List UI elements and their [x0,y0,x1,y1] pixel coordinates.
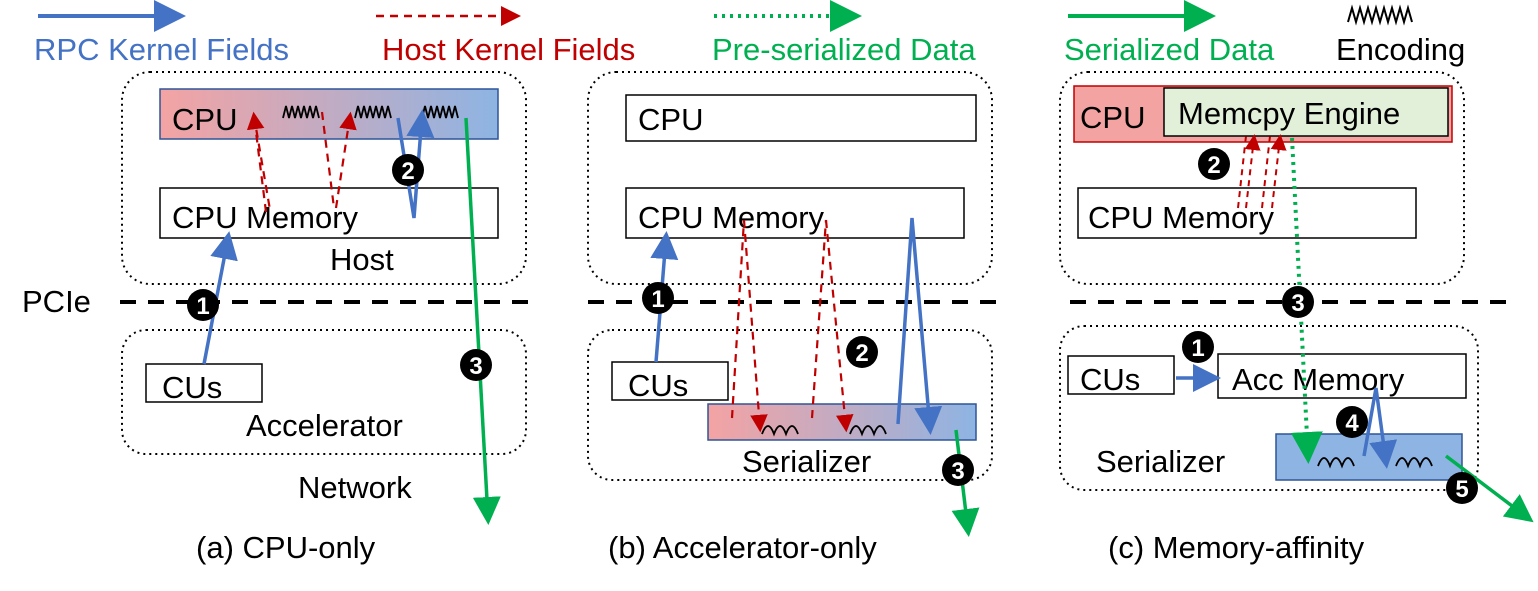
serializer-label-b: Serializer [742,444,871,479]
step-badge-c1-text: 1 [1191,335,1204,362]
cpu-memory-label-b: CPU Memory [638,200,825,235]
caption-b: (b) Accelerator-only [608,530,877,565]
step-badge-a3 [460,349,492,381]
step-badge-c4-text: 4 [1345,410,1359,437]
host-arrow-a1 [246,111,268,213]
step-badge-c5-text: 5 [1455,476,1468,503]
accelerator-label-a: Accelerator [246,408,403,443]
legend-preserialized-label: Pre-serialized Data [712,32,976,67]
step-badge-b2-text: 2 [855,340,868,367]
host-arrow-c4 [1270,134,1287,209]
cpu-box-b [625,94,977,142]
step-badge-c4 [1336,406,1368,438]
cus-label-c: CUs [1080,362,1140,397]
accelerator-region-a [121,329,527,455]
cus-box-b [611,361,729,401]
step-badge-a1-text: 1 [196,293,209,320]
step-badge-a2 [392,154,424,186]
host-arrow-b1 [730,219,746,419]
step-badge-c3 [1282,286,1314,318]
legend-encoding-label: Encoding [1336,32,1465,67]
legend-host-label: Host Kernel Fields [382,32,635,67]
host-label-a: Host [330,242,394,277]
host-arrow-c1 [1237,135,1247,209]
cpu-label-a: CPU [172,102,237,137]
encoding-wave-c2 [1395,457,1433,469]
step-badge-b2 [846,336,878,368]
step-badge-c1 [1182,331,1214,363]
encoding-wave-b2 [849,425,887,437]
host-arrow-a3 [320,111,336,209]
memcpy-engine-label-c: Memcpy Engine [1178,96,1400,131]
cus-label-a: CUs [162,370,222,405]
cpu-memory-box-b [625,187,965,239]
step-badge-c5 [1446,472,1478,504]
step-badge-b3-text: 3 [951,458,964,485]
accelerator-region-c [1059,325,1479,491]
serializer-box-b [707,403,977,441]
host-arrow-b3 [810,219,828,419]
panel-b: CPU CPU Memory CUs Serializer 1 2 3 (b) … [587,71,993,565]
host-region-b [587,71,993,285]
preserialized-arrow-c [1290,137,1323,464]
rpc-arrow-c2 [1362,387,1398,469]
encoding-wave-b1 [761,425,799,437]
cus-label-b: CUs [628,368,688,403]
caption-c: (c) Memory-affinity [1108,530,1365,565]
cus-box-c [1067,355,1175,395]
legend-encoding-wave [1347,4,1413,26]
cpu-memory-box-a [159,187,499,239]
cpu-label-c: CPU [1080,100,1145,135]
step-badge-a1 [187,289,219,321]
encoding-wave-a2 [354,105,392,119]
step-badge-a2-text: 2 [401,158,414,185]
step-badge-c3-text: 3 [1291,290,1304,317]
panel-c: CPU Memcpy Engine CPU Memory CUs Acc Mem… [1059,71,1534,565]
serialized-arrow-a [464,117,501,525]
memcpy-engine-box-c [1163,87,1449,137]
caption-a: (a) CPU-only [196,530,376,565]
step-badge-b3 [942,454,974,486]
serializer-box-c [1275,433,1463,481]
step-badge-a3-text: 3 [469,353,482,380]
host-arrow-c2 [1244,134,1261,209]
network-label-a: Network [298,470,412,505]
acc-memory-label-c: Acc Memory [1232,362,1405,397]
step-badge-b1 [642,282,674,314]
host-region-c [1059,71,1465,285]
cpu-label-b: CPU [638,102,703,137]
step-badge-c2 [1198,148,1230,180]
pcie-label: PCIe [22,284,91,319]
rpc-arrow-b2 [896,217,943,435]
serialized-arrow-c [1444,454,1534,523]
rpc-arrow-a2 [396,109,435,219]
legend-rpc-label: RPC Kernel Fields [34,32,289,67]
legend: RPC Kernel Fields Host Kernel Fields Pre… [34,0,1465,67]
step-badge-c2-text: 2 [1207,152,1220,179]
host-region-a [121,71,527,285]
host-arrow-a2 [252,115,272,211]
host-arrow-a4 [334,111,357,209]
legend-serialized-label: Serialized Data [1064,32,1275,67]
cpu-memory-label-c: CPU Memory [1088,200,1275,235]
accelerator-region-b [587,329,993,481]
host-arrow-c3 [1261,135,1271,209]
serializer-label-c: Serializer [1096,444,1225,479]
host-arrow-b2 [742,219,768,433]
step-badge-b1-text: 1 [651,286,664,313]
host-arrow-b4 [824,219,854,433]
encoding-wave-c1 [1317,457,1355,469]
encoding-wave-a1 [282,105,320,119]
acc-memory-box-c [1217,353,1467,399]
panel-a: CPU CPU Memory Host CUs Accelerator Netw… [121,71,527,565]
